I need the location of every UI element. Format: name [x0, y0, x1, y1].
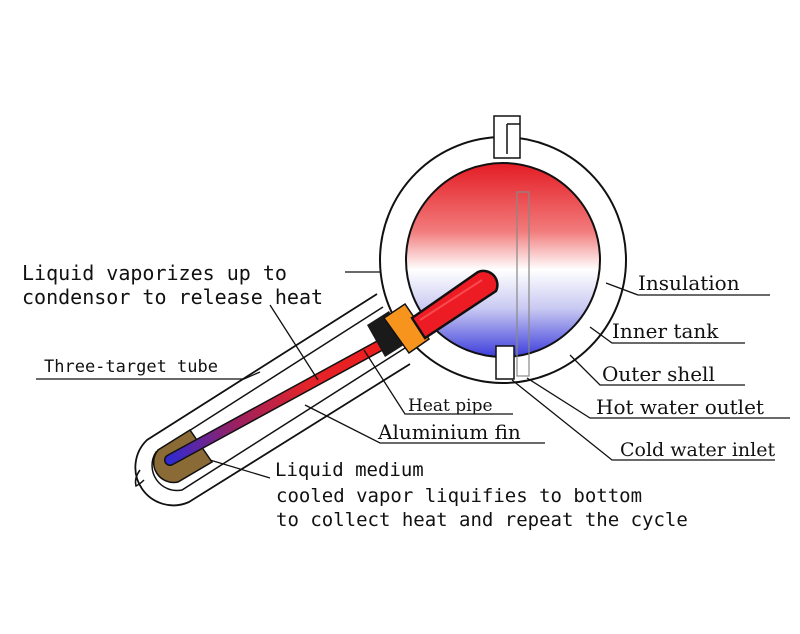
- label-cooled-vapor-line1: cooled vapor liquifies to bottom: [276, 485, 642, 507]
- leader-lines: [36, 271, 790, 479]
- label-three-target-tube: Three-target tube: [44, 357, 218, 377]
- label-aluminium-fin: Aluminium fin: [377, 420, 521, 444]
- tube-seal: [367, 311, 407, 357]
- label-liquid-vaporizes-line1: Liquid vaporizes up to: [22, 261, 287, 285]
- label-cold-water-inlet: Cold water inlet: [620, 439, 775, 461]
- label-inner-tank: Inner tank: [612, 319, 719, 343]
- label-liquid-vaporizes-line2: condensor to release heat: [22, 285, 323, 309]
- label-heat-pipe: Heat pipe: [408, 396, 493, 416]
- label-cooled-vapor-line2: to collect heat and repeat the cycle: [276, 509, 688, 531]
- cold-water-inlet-pipe: [495, 345, 515, 380]
- label-insulation: Insulation: [638, 271, 740, 295]
- hot-water-outlet-pipe: [516, 191, 530, 377]
- connector-ring: [382, 302, 431, 355]
- label-liquid-medium: Liquid medium: [275, 459, 424, 481]
- label-hot-water-outlet: Hot water outlet: [596, 395, 764, 419]
- label-outer-shell: Outer shell: [602, 362, 715, 386]
- condenser-bulb: [410, 269, 499, 340]
